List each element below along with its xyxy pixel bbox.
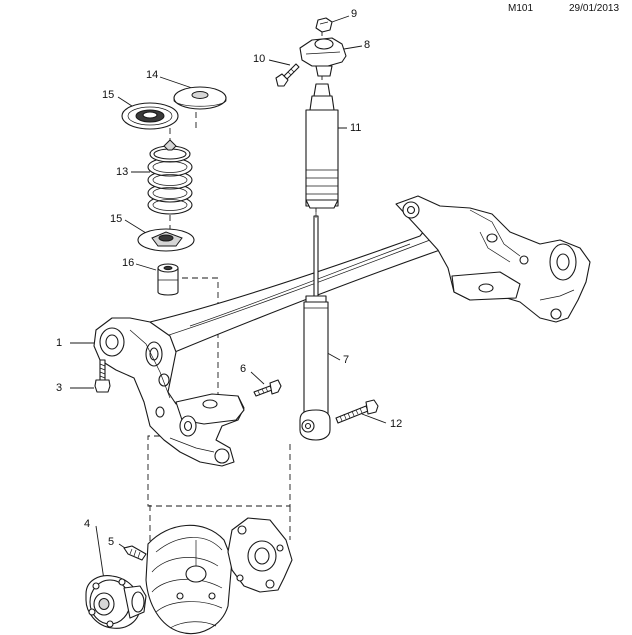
callout-14: 14 bbox=[146, 69, 159, 81]
callout-3: 3 bbox=[56, 382, 63, 394]
callout-10: 10 bbox=[253, 53, 266, 65]
bolt-10 bbox=[275, 63, 300, 87]
callout-12: 12 bbox=[390, 418, 403, 430]
nut-9 bbox=[315, 17, 333, 33]
callout-8: 8 bbox=[364, 39, 371, 51]
spring-seat-14 bbox=[173, 86, 227, 110]
diagram-date: 29/01/2013 bbox=[569, 3, 620, 14]
brake-backing-plate bbox=[145, 524, 233, 634]
callout-4: 4 bbox=[84, 518, 91, 530]
shock-absorber-7 bbox=[299, 215, 331, 441]
callout-7: 7 bbox=[343, 354, 350, 366]
bolt-3 bbox=[94, 359, 111, 393]
callout-16: 16 bbox=[122, 257, 135, 269]
callout-15-upper: 15 bbox=[102, 89, 115, 101]
callout-1: 1 bbox=[56, 337, 63, 349]
wheel-hub-4 bbox=[85, 575, 147, 629]
spring-insulator-15-upper bbox=[121, 102, 179, 130]
bump-stop-16 bbox=[157, 263, 179, 296]
bolt-6 bbox=[253, 379, 282, 397]
callout-15-lower: 15 bbox=[110, 213, 123, 225]
callout-6: 6 bbox=[240, 363, 247, 375]
dust-cover-11 bbox=[305, 83, 339, 209]
top-mount-8 bbox=[299, 37, 347, 77]
hub-carrier bbox=[227, 517, 293, 593]
bolt-5 bbox=[123, 545, 147, 561]
callout-9: 9 bbox=[351, 8, 358, 20]
coil-spring-13 bbox=[147, 139, 193, 215]
leader-lines bbox=[70, 15, 387, 581]
spring-insulator-15-lower bbox=[137, 228, 195, 252]
bolt-12 bbox=[335, 399, 379, 424]
callout-5: 5 bbox=[108, 536, 115, 548]
callout-13: 13 bbox=[116, 166, 129, 178]
callout-11: 11 bbox=[350, 122, 362, 134]
rear-axle-beam bbox=[93, 195, 591, 467]
diagram-code: M101 bbox=[508, 3, 534, 14]
